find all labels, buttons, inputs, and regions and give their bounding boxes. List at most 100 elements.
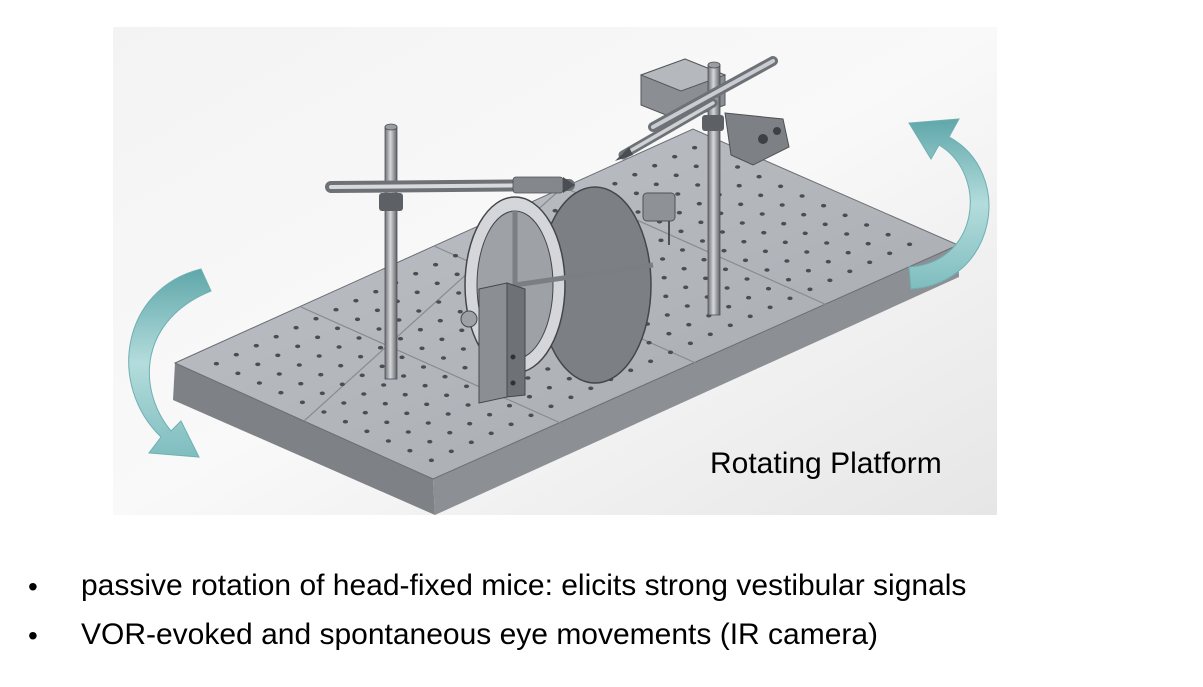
mounting-hole <box>779 203 785 207</box>
mounting-hole <box>822 222 828 227</box>
mounting-hole <box>526 394 533 399</box>
rotating-platform-illustration <box>113 27 997 515</box>
mounting-hole <box>666 331 672 336</box>
mounting-hole <box>362 410 368 415</box>
mounting-hole <box>233 352 239 357</box>
mounting-hole <box>401 374 407 378</box>
mounting-hole <box>658 238 664 243</box>
rotation-arrow-left <box>128 268 212 458</box>
mounting-hole <box>778 184 784 189</box>
mounting-hole <box>404 411 410 416</box>
mounting-hole <box>727 323 733 328</box>
mounting-hole <box>399 355 405 360</box>
mounting-hole <box>433 262 439 267</box>
mounting-hole <box>448 449 454 454</box>
mounting-hole <box>683 285 689 290</box>
mounting-hole <box>741 239 747 244</box>
mounting-hole <box>396 318 402 322</box>
mounting-hole <box>381 383 387 387</box>
mounting-hole <box>376 327 382 331</box>
mounting-hole <box>296 363 302 367</box>
mounting-hole <box>255 362 261 367</box>
mounting-hole <box>377 345 384 350</box>
mounting-hole <box>548 404 554 409</box>
mounting-hole <box>681 266 687 271</box>
mounting-hole <box>253 343 259 348</box>
mounting-hole <box>767 305 773 310</box>
mounting-hole <box>759 212 765 216</box>
mounting-hole <box>628 368 634 373</box>
mounting-hole <box>633 191 640 196</box>
mounting-hole <box>318 372 324 377</box>
mounting-hole <box>764 268 770 272</box>
bullet-marker: • <box>28 620 38 651</box>
mounting-hole <box>686 322 692 327</box>
mounting-hole <box>374 308 380 313</box>
bullet-text: passive rotation of head-fixed mice: eli… <box>81 569 967 602</box>
mounting-hole <box>552 208 558 213</box>
mounting-hole <box>801 212 807 217</box>
mounting-hole <box>439 337 445 342</box>
mounting-hole <box>213 361 219 366</box>
rotation-arrow-right <box>908 118 990 290</box>
mounting-hole <box>663 294 669 299</box>
mounting-hole <box>385 439 391 443</box>
mounting-hole <box>907 242 913 247</box>
mounting-hole <box>821 203 827 208</box>
mounting-hole <box>465 403 471 407</box>
mounting-hole <box>784 259 790 263</box>
mounting-hole <box>442 374 448 379</box>
mounting-hole <box>356 336 362 340</box>
mounting-hole <box>428 458 434 463</box>
mounting-hole <box>454 272 460 277</box>
mounting-hole <box>762 249 769 254</box>
mounting-hole <box>722 267 729 272</box>
mounting-hole <box>319 391 325 396</box>
mounting-hole <box>452 253 459 258</box>
mounting-hole <box>437 318 443 323</box>
mounting-hole <box>436 300 442 304</box>
mounting-hole <box>506 403 513 408</box>
mounting-hole <box>664 313 670 317</box>
mounting-hole <box>566 376 572 381</box>
mounting-hole <box>341 401 347 405</box>
mounting-hole <box>463 384 470 389</box>
mounting-hole <box>736 183 742 188</box>
mounting-hole <box>652 163 658 168</box>
mounting-hole <box>359 373 365 378</box>
mounting-hole <box>336 345 342 349</box>
mounting-hole <box>661 275 667 280</box>
mounting-hole <box>405 430 411 434</box>
mounting-hole <box>747 314 753 319</box>
mounting-hole <box>765 286 772 291</box>
mounting-hole <box>361 392 367 396</box>
mounting-hole <box>338 363 344 368</box>
mounting-hole <box>379 364 385 369</box>
mounting-hole <box>844 232 850 236</box>
head-mount-block <box>460 282 526 404</box>
mounting-hole <box>719 230 726 234</box>
mounting-hole <box>293 325 299 330</box>
mounting-hole <box>660 257 666 261</box>
mounting-hole <box>427 439 433 444</box>
mounting-hole <box>782 240 788 245</box>
mounting-hole <box>612 181 618 186</box>
bullet-text: VOR-evoked and spontaneous eye movements… <box>81 618 879 651</box>
mounting-hole <box>653 182 659 187</box>
bullet-marker: • <box>28 571 38 602</box>
mounting-hole <box>419 346 425 351</box>
right-post <box>615 56 778 316</box>
mounting-hole <box>667 350 674 355</box>
mounting-hole <box>707 332 713 337</box>
mounting-hole <box>425 421 431 425</box>
mounting-hole <box>295 344 301 349</box>
mounting-hole <box>440 356 447 360</box>
mounting-hole <box>785 277 792 282</box>
mounting-hole <box>698 220 704 225</box>
mounting-hole <box>746 295 752 300</box>
mounting-hole <box>684 304 690 308</box>
mounting-hole <box>434 281 440 286</box>
mounting-hole <box>528 413 534 418</box>
mounting-hole <box>407 448 413 453</box>
mounting-hole <box>799 194 805 198</box>
